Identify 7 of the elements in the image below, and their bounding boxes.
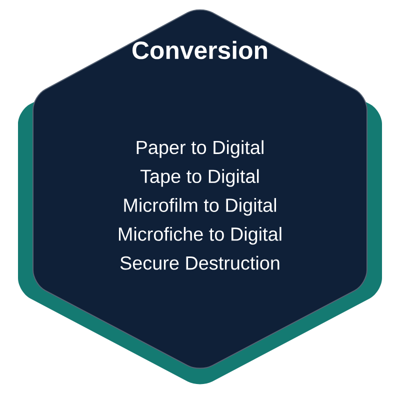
service-item: Microfiche to Digital xyxy=(118,226,282,245)
heading: Conversion xyxy=(132,40,267,60)
service-item: Microfilm to Digital xyxy=(124,198,276,216)
service-item: Tape to Digital xyxy=(140,169,259,187)
service-item: Paper to Digital xyxy=(136,140,264,158)
service-item: Secure Destruction xyxy=(120,256,280,270)
hexagon-card xyxy=(32,9,368,369)
